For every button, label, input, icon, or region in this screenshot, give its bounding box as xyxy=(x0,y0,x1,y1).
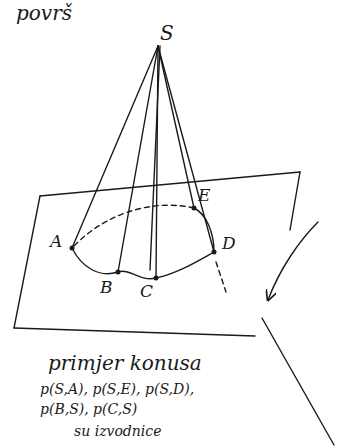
apex-label: S xyxy=(160,22,174,44)
generatrix xyxy=(156,46,158,278)
plane-line xyxy=(262,318,334,445)
plane-edge xyxy=(40,172,300,196)
point-label: B xyxy=(100,278,113,297)
point-dot xyxy=(116,270,121,275)
generatrix xyxy=(158,46,214,252)
plane-line xyxy=(216,262,226,292)
point-dot xyxy=(192,206,197,211)
heading-note: površ xyxy=(16,2,72,24)
generatrix-list: p(B,S), p(C,S) xyxy=(40,402,137,417)
generatrix xyxy=(158,46,194,208)
point-dot xyxy=(70,246,75,251)
plane-edge xyxy=(14,328,255,336)
point-dot xyxy=(154,276,159,281)
base-curve xyxy=(72,248,214,279)
generatrix xyxy=(72,46,158,248)
point-label: E xyxy=(198,186,210,205)
generatrix xyxy=(150,46,160,270)
point-label: D xyxy=(222,234,236,253)
point-label: A xyxy=(50,232,62,251)
base-curve-hidden xyxy=(72,205,194,248)
leader-arrow xyxy=(268,222,318,300)
point-label: C xyxy=(140,282,153,301)
plane-edge xyxy=(290,172,300,230)
generatrix-list: su izvodnice xyxy=(74,424,161,439)
generatrix-list: p(S,A), p(S,E), p(S,D), xyxy=(40,382,194,397)
point-dot xyxy=(212,250,217,255)
plane-edge xyxy=(14,196,40,328)
caption-note: primjer konusa xyxy=(48,352,202,374)
